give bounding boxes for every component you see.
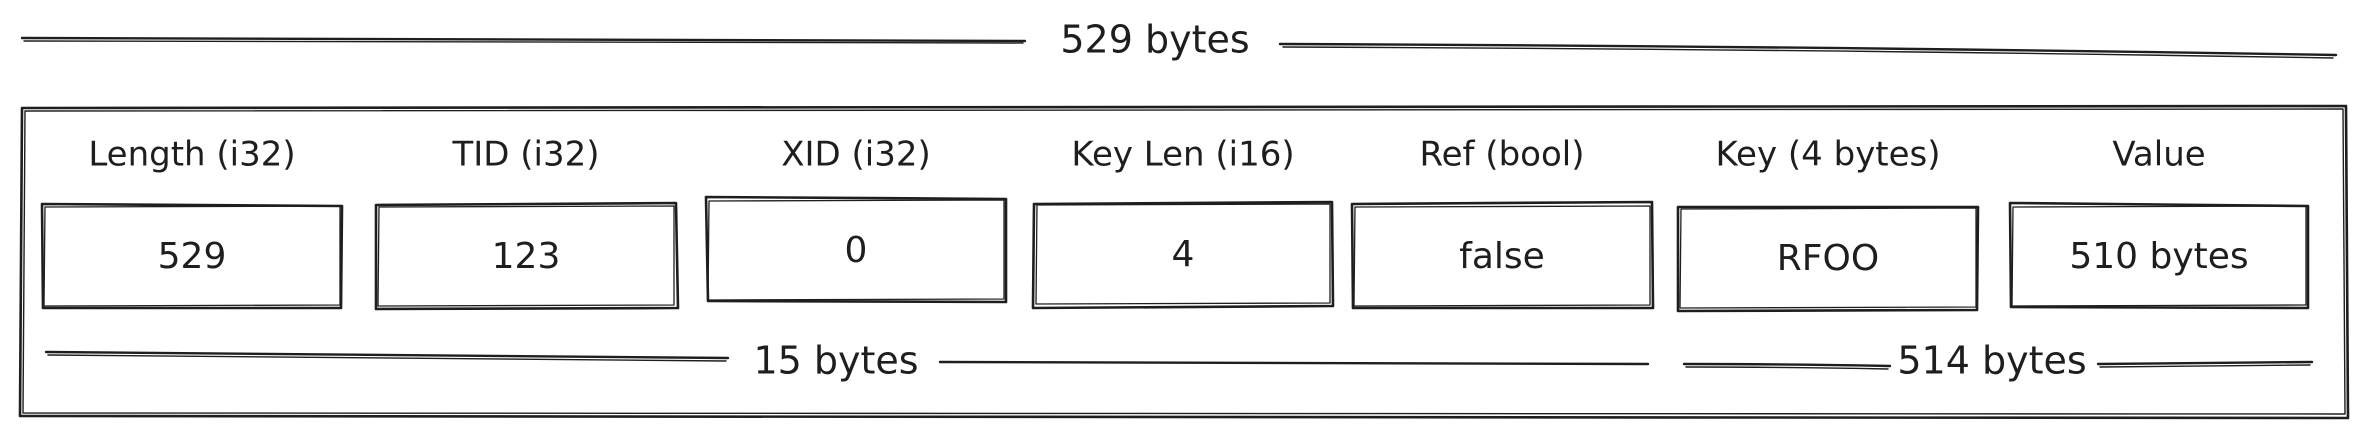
field-header-key-len: Key Len (i16) bbox=[1071, 135, 1294, 175]
field-tid: TID (i32) 123 bbox=[374, 135, 680, 311]
field-length: Length (i32) 529 bbox=[40, 135, 344, 310]
header-bytes-label: 15 bytes bbox=[753, 339, 918, 383]
field-header-key: Key (4 bytes) bbox=[1715, 135, 1940, 175]
field-value-key: RFOO bbox=[1777, 238, 1879, 279]
field-header-ref: Ref (bool) bbox=[1420, 135, 1585, 175]
header-bytes-line-left bbox=[44, 350, 730, 360]
field-value-tid: 123 bbox=[492, 236, 561, 277]
field-value-xid: 0 bbox=[845, 230, 868, 271]
outer-container bbox=[18, 104, 2350, 420]
field-value-length: 529 bbox=[158, 236, 227, 277]
field-box-trace-value bbox=[2011, 205, 2307, 307]
payload-bytes-label: 514 bytes bbox=[1897, 339, 2086, 383]
field-header-length: Length (i32) bbox=[88, 135, 295, 175]
field-box-trace-tid bbox=[377, 205, 675, 307]
field-ref: Ref (bool) false bbox=[1350, 135, 1655, 310]
field-box-trace-xid bbox=[707, 199, 1005, 301]
field-box-key bbox=[1676, 205, 1980, 313]
payload-bytes-line-left bbox=[1682, 362, 1892, 368]
field-value-value: 510 bytes bbox=[2069, 236, 2248, 277]
payload-bytes-span: 514 bytes bbox=[1682, 339, 2314, 383]
field-key: Key (4 bytes) RFOO bbox=[1676, 135, 1980, 313]
field-header-tid: TID (i32) bbox=[451, 135, 599, 175]
field-box-value bbox=[2008, 201, 2310, 310]
field-header-xid: XID (i32) bbox=[781, 135, 931, 175]
field-key-len: Key Len (i16) 4 bbox=[1031, 135, 1335, 310]
payload-bytes-line-left-trace bbox=[1685, 366, 1889, 370]
field-box-trace-key-len bbox=[1035, 203, 1331, 305]
field-box-xid bbox=[704, 195, 1008, 304]
field-value-ref: false bbox=[1459, 236, 1545, 277]
field-box-trace-ref bbox=[1353, 205, 1651, 307]
total-span-label: 529 bytes bbox=[1060, 18, 1249, 62]
total-span-line-left bbox=[20, 36, 1027, 43]
field-value: Value 510 bytes bbox=[2008, 135, 2310, 310]
field-xid: XID (i32) 0 bbox=[704, 135, 1008, 304]
total-span-line-right-trace bbox=[1282, 46, 2334, 59]
field-box-key-len bbox=[1031, 200, 1335, 310]
field-box-trace-key bbox=[1679, 207, 1977, 309]
field-box-trace-length bbox=[43, 205, 341, 307]
field-columns: Length (i32) 529 TID (i32) 123 XID (i32) 0 Key… bbox=[40, 135, 2310, 313]
header-bytes-line-left-trace bbox=[47, 354, 727, 362]
field-box-ref bbox=[1350, 200, 1655, 310]
field-box-length bbox=[40, 202, 344, 310]
field-header-value: Value bbox=[2112, 135, 2205, 175]
header-bytes-span: 15 bytes bbox=[44, 339, 1650, 383]
payload-bytes-line-right-trace bbox=[2099, 364, 2311, 368]
total-span-line-right bbox=[1278, 42, 2338, 57]
field-value-key-len: 4 bbox=[1172, 234, 1195, 275]
total-span: 529 bytes bbox=[20, 18, 2338, 62]
total-span-line-left-trace bbox=[23, 40, 1024, 44]
payload-bytes-line-right bbox=[2096, 360, 2314, 366]
header-bytes-line-right bbox=[938, 360, 1650, 366]
field-box-tid bbox=[374, 201, 680, 311]
